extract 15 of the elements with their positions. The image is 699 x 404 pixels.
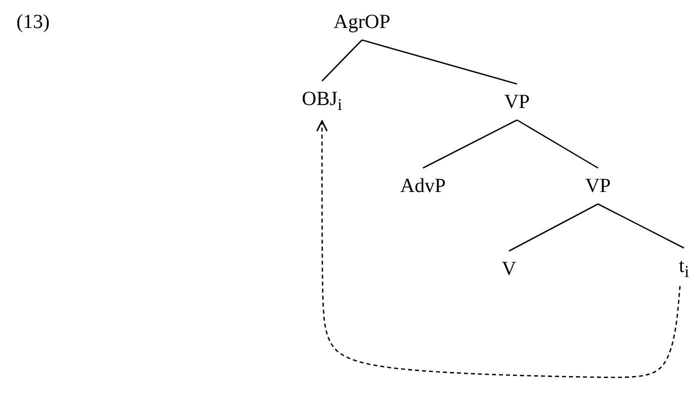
tree-label: OBJ$_{i}$	[302, 87, 342, 117]
tree-branch	[322, 40, 362, 82]
tree-branch	[598, 203, 684, 249]
tree-branch	[422, 119, 518, 169]
tree-branch	[362, 39, 518, 85]
example-number: (13)	[16, 10, 50, 34]
tree-label: VP	[585, 174, 611, 198]
tree-branch	[516, 119, 598, 169]
tree-branch	[508, 203, 598, 252]
tree-label: t$_{i}$	[678, 254, 690, 284]
tree-label: AgrOP	[334, 10, 390, 34]
movement-arrow	[316, 120, 681, 378]
tree-label: AdvP	[400, 174, 446, 198]
tree-label: VP	[504, 90, 530, 114]
tree-label: V	[502, 257, 516, 281]
